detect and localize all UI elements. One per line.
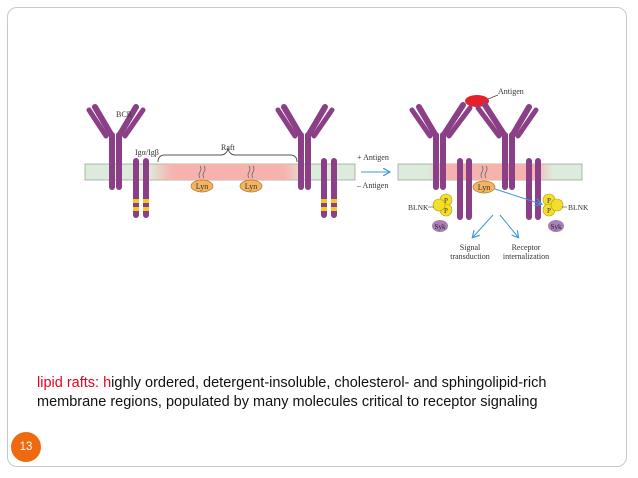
bcr-receptor-middle — [275, 104, 337, 218]
receptor-label: Receptor — [512, 243, 541, 252]
slide-frame — [7, 7, 627, 467]
internalization-arrow — [499, 214, 518, 237]
bcr-receptor-right-b — [475, 102, 541, 220]
syk-left — [432, 220, 448, 232]
antigen-label: Antigen — [498, 87, 524, 96]
blnk-label-left: BLNK — [408, 203, 429, 212]
raft-region-left — [148, 164, 308, 180]
bcr-label: BCR — [116, 110, 133, 119]
caption-highlight: lipid rafts: h — [37, 375, 112, 391]
page-number-badge: 13 — [11, 432, 41, 462]
lyn-to-syk-arrow — [494, 188, 541, 204]
raft-region-right — [428, 164, 553, 180]
phospho-group-left: P P Syk — [432, 193, 453, 232]
lyn-kinase-1: Lyn — [190, 165, 214, 193]
lyn-label-2: Lyn — [245, 182, 257, 191]
bcr-receptor-left — [86, 104, 149, 218]
plus-antigen-label: + Antigen — [357, 153, 389, 162]
p-label-1: P — [444, 197, 448, 205]
slide-caption: lipid rafts: highly ordered, detergent-i… — [37, 374, 597, 412]
internalization-label: internalization — [503, 252, 549, 261]
syk-label-left: Syk — [435, 223, 446, 231]
p-label-2: P — [444, 207, 448, 215]
transduction-label: transduction — [450, 252, 490, 261]
raft-brace — [157, 147, 298, 163]
bcr-receptor-right-a — [409, 102, 473, 220]
signal-label: Signal — [460, 243, 481, 252]
lyn-label-right: Lyn — [478, 183, 490, 192]
lyn-kinase-2: Lyn — [239, 165, 263, 193]
lyn-label-1: Lyn — [196, 182, 208, 191]
ig-alpha-beta-label: Igα/Igβ — [135, 148, 159, 157]
caption-text: ighly ordered, detergent-insoluble, chol… — [37, 375, 547, 410]
signal-arrow — [473, 214, 494, 237]
blnk-label-right: BLNK — [568, 203, 589, 212]
syk-label-right: Syk — [551, 223, 562, 231]
syk-right — [548, 220, 564, 232]
phospho-group-right: P P Syk — [542, 193, 564, 232]
raft-label: Raft — [221, 143, 236, 152]
minus-antigen-label: – Antigen — [356, 181, 388, 190]
p-label-4: P — [547, 207, 551, 215]
p-label-3: P — [547, 197, 551, 205]
lyn-kinase-right: Lyn — [472, 165, 496, 194]
